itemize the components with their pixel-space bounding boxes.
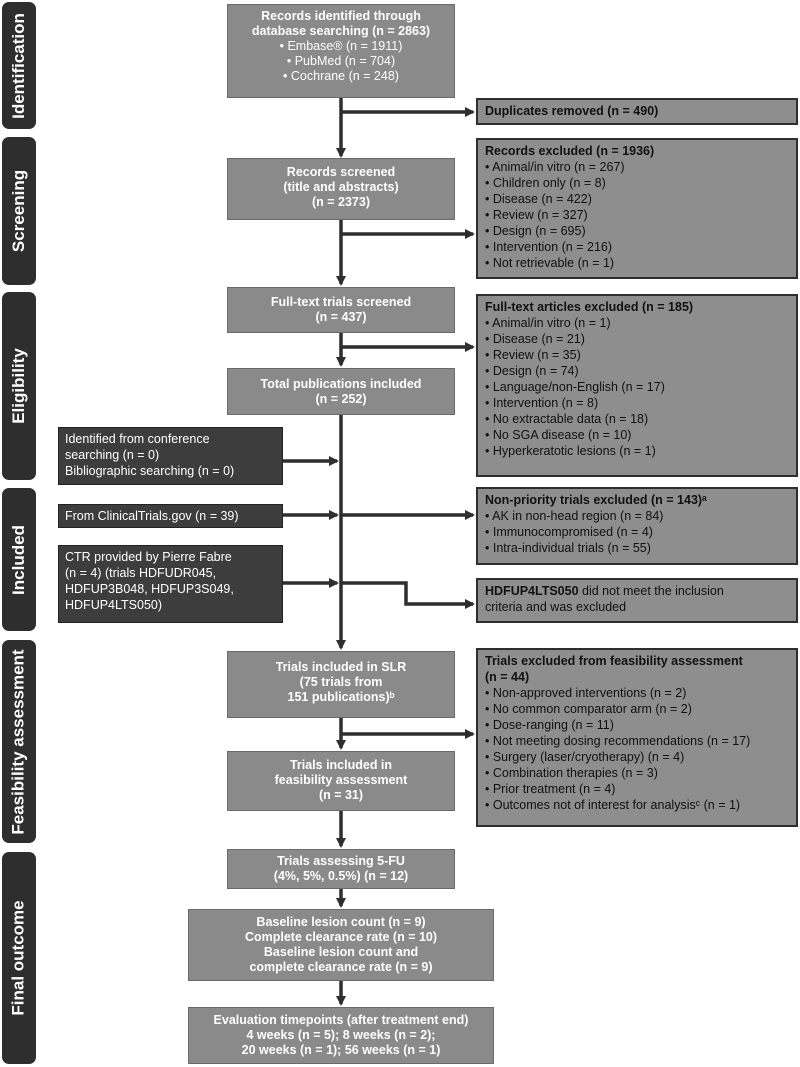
phase-identification: Identification — [2, 2, 36, 129]
records-screened-box: Records screened (title and abstracts) (… — [227, 158, 455, 220]
phase-included: Included — [2, 488, 36, 631]
evaluation-timepoints-box: Evaluation timepoints (after treatment e… — [188, 1007, 494, 1064]
pubmed-count: • PubMed (n = 704) — [286, 54, 396, 68]
conference-sources-box: Identified from conference searching (n … — [58, 427, 283, 485]
phase-screening: Screening — [2, 137, 36, 285]
baseline-outcomes-box: Baseline lesion count (n = 9) Complete c… — [188, 909, 494, 981]
phase-final-outcome: Final outcome — [2, 852, 36, 1064]
phase-eligibility: Eligibility — [2, 292, 36, 480]
trials-5fu-box: Trials assessing 5-FU (4%, 5%, 0.5%) (n … — [227, 849, 455, 889]
fulltext-excluded-box: Full-text articles excluded (n = 185) • … — [476, 294, 798, 477]
records-identified-box: Records identified through database sear… — [227, 4, 455, 98]
fulltext-screened-box: Full-text trials screened (n = 437) — [227, 287, 455, 333]
feasibility-excluded-box: Trials excluded from feasibility assessm… — [476, 648, 798, 827]
total-publications-box: Total publications included (n = 252) — [227, 368, 455, 415]
phase-feasibility: Feasibility assessment — [2, 640, 36, 843]
embase-count: • Embase® (n = 1911) — [279, 39, 403, 53]
trials-in-slr-box: Trials included in SLR (75 trials from 1… — [227, 651, 455, 718]
cochrane-count: • Cochrane (n = 248) — [283, 69, 399, 83]
clinicaltrials-box: From ClinicalTrials.gov (n = 39) — [58, 504, 283, 528]
ctr-pierre-fabre-box: CTR provided by Pierre Fabre (n = 4) (tr… — [58, 545, 283, 623]
trials-feasibility-box: Trials included in feasibility assessmen… — [227, 751, 455, 811]
hdfup4lts050-excluded-box: HDFUP4LTS050 did not meet the inclusion … — [476, 578, 798, 623]
records-excluded-box: Records excluded (n = 1936) • Animal/in … — [476, 138, 798, 279]
duplicates-removed-box: Duplicates removed (n = 490) — [476, 98, 798, 125]
nonpriority-excluded-box: Non-priority trials excluded (n = 143)ᵃ … — [476, 487, 798, 565]
